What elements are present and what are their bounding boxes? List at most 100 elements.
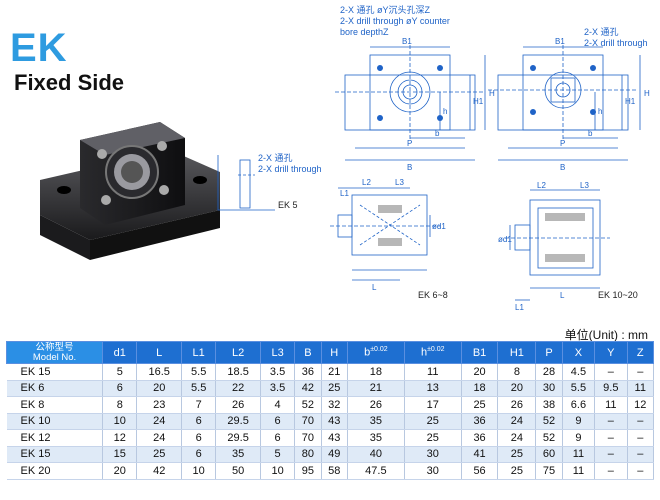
value-cell: 25 bbox=[321, 380, 348, 397]
value-cell: 52 bbox=[535, 429, 563, 447]
dim-h-small-side: h bbox=[598, 107, 602, 116]
value-cell: 25 bbox=[497, 462, 537, 480]
value-cell: 5.5 bbox=[181, 363, 217, 381]
value-cell: – bbox=[627, 429, 655, 447]
value-cell: 20 bbox=[497, 380, 537, 397]
value-cell: 10 bbox=[260, 462, 296, 480]
dim-l3: L3 bbox=[395, 178, 404, 187]
front-note-cn: 2-X 通孔 øY沉头孔深Z bbox=[340, 5, 431, 15]
value-cell: 20 bbox=[136, 380, 183, 397]
value-cell: 18 bbox=[461, 380, 499, 397]
dim-l2: L2 bbox=[362, 178, 371, 187]
value-cell: 5.5 bbox=[562, 380, 596, 397]
value-cell: 36 bbox=[461, 429, 499, 447]
column-header-text: h bbox=[420, 346, 428, 359]
dim-l1: L1 bbox=[340, 189, 349, 198]
value-cell: 18.5 bbox=[215, 363, 261, 381]
column-header-h: h±0.02 bbox=[403, 341, 462, 364]
value-cell: 7 bbox=[181, 396, 217, 414]
value-cell: – bbox=[627, 446, 655, 463]
brand-title: EK bbox=[10, 26, 68, 70]
value-cell: 80 bbox=[294, 446, 322, 463]
side-note-cn: 2-X 通孔 bbox=[584, 27, 619, 37]
value-cell: 28 bbox=[535, 363, 563, 381]
dim-d1: ød1 bbox=[432, 222, 446, 231]
dim-b1: B1 bbox=[402, 37, 412, 46]
value-cell: – bbox=[627, 363, 655, 381]
value-cell: 43 bbox=[321, 429, 348, 447]
value-cell: 36 bbox=[461, 413, 499, 430]
value-cell: 75 bbox=[535, 462, 563, 480]
value-cell: 10 bbox=[102, 413, 138, 430]
dim-l-b: L bbox=[560, 291, 565, 300]
table-header-row: 公称型号 Model No. d1 L L1 L2 L3 B H b±0.02 … bbox=[5, 341, 655, 364]
value-cell: 26 bbox=[215, 396, 261, 414]
column-header: L1 bbox=[181, 341, 217, 364]
value-cell: 9 bbox=[562, 429, 596, 447]
product-photo bbox=[40, 122, 220, 260]
value-cell: 15 bbox=[102, 446, 138, 463]
value-cell: – bbox=[594, 413, 628, 430]
value-cell: 29.5 bbox=[215, 413, 261, 430]
value-cell: 5 bbox=[102, 363, 138, 381]
value-cell: 29.5 bbox=[215, 429, 261, 447]
value-cell: 6 bbox=[181, 429, 217, 447]
value-cell: 3.5 bbox=[260, 363, 296, 381]
ek68-label: EK 6~8 bbox=[418, 290, 448, 300]
value-cell: 5 bbox=[260, 446, 296, 463]
column-header-model: 公称型号 Model No. bbox=[5, 341, 104, 364]
value-cell: 60 bbox=[535, 446, 563, 463]
technical-drawings: 2-X 通孔 øY沉头孔深Z 2-X drill through øY coun… bbox=[217, 5, 650, 312]
value-cell: 26 bbox=[347, 396, 405, 414]
value-cell: 25 bbox=[404, 413, 462, 430]
value-cell: 24 bbox=[136, 413, 183, 430]
value-cell: 11 bbox=[594, 396, 628, 414]
value-cell: 4.5 bbox=[562, 363, 596, 381]
value-cell: 21 bbox=[321, 363, 348, 381]
model-cell: EK 10 bbox=[6, 413, 104, 430]
value-cell: 24 bbox=[497, 413, 537, 430]
value-cell: – bbox=[594, 446, 628, 463]
dim-h1: H1 bbox=[473, 97, 484, 106]
dim-b-small-side: b bbox=[588, 129, 593, 138]
value-cell: 30 bbox=[404, 446, 462, 463]
column-header: B bbox=[294, 341, 322, 364]
value-cell: 25 bbox=[461, 396, 499, 414]
dim-l2-b: L2 bbox=[537, 181, 546, 190]
ek1020-label: EK 10~20 bbox=[598, 290, 638, 300]
unit-label: 单位(Unit) : mm bbox=[564, 328, 648, 342]
value-cell: 22 bbox=[215, 380, 261, 397]
dim-h1-side: H1 bbox=[625, 97, 636, 106]
value-cell: 35 bbox=[215, 446, 261, 463]
front-note-en2: bore depthZ bbox=[340, 27, 389, 37]
column-header: L2 bbox=[215, 341, 261, 364]
column-header: L bbox=[136, 341, 183, 364]
tolerance-h: ±0.02 bbox=[427, 346, 445, 354]
dim-b-side: B bbox=[560, 163, 565, 172]
value-cell: 38 bbox=[535, 396, 563, 414]
model-cell: EK 15 bbox=[6, 363, 104, 381]
column-header-b: b±0.02 bbox=[346, 341, 405, 364]
column-header: X bbox=[561, 341, 596, 364]
value-cell: 35 bbox=[347, 429, 405, 447]
value-cell: 10 bbox=[181, 462, 217, 480]
value-cell: 18 bbox=[347, 363, 405, 381]
value-cell: 52 bbox=[294, 396, 322, 414]
value-cell: 43 bbox=[321, 413, 348, 430]
value-cell: 6 bbox=[102, 380, 138, 397]
value-cell: 3.5 bbox=[260, 380, 296, 397]
value-cell: 6 bbox=[181, 413, 217, 430]
value-cell: 6.6 bbox=[562, 396, 596, 414]
value-cell: 30 bbox=[535, 380, 563, 397]
value-cell: 20 bbox=[461, 363, 499, 381]
value-cell: 13 bbox=[404, 380, 462, 397]
model-cell: EK 8 bbox=[6, 396, 104, 414]
value-cell: 70 bbox=[294, 413, 322, 430]
side-note-en: 2-X drill through bbox=[584, 38, 648, 48]
value-cell: 12 bbox=[627, 396, 655, 414]
dim-l: L bbox=[372, 283, 377, 292]
